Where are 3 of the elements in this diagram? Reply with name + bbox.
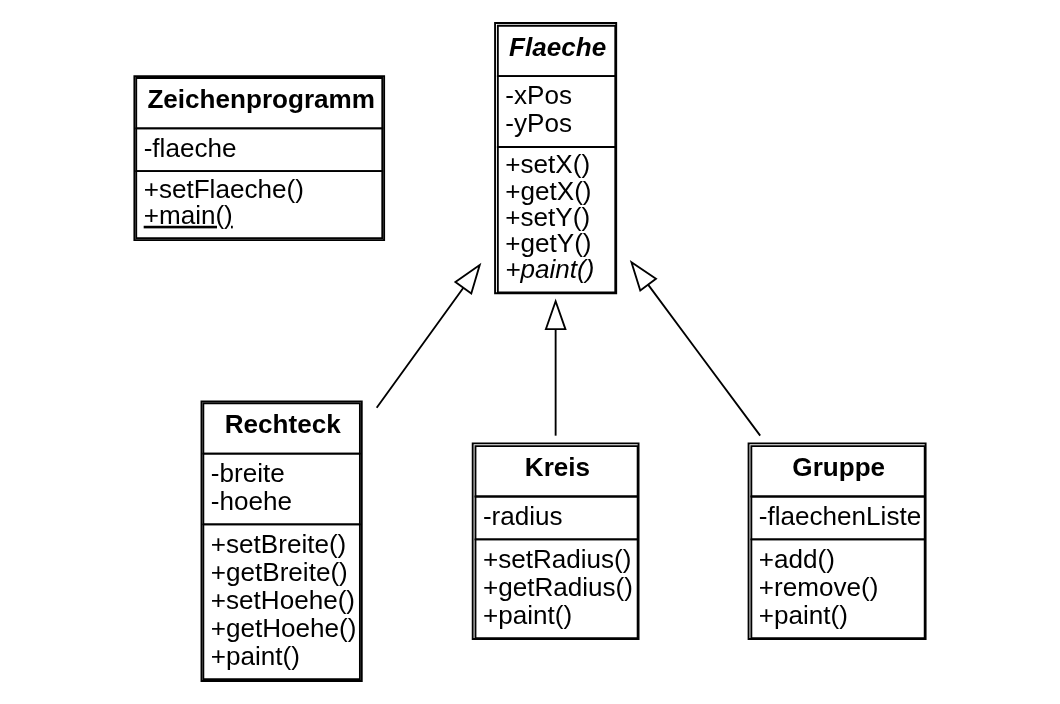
arrow	[629, 259, 762, 437]
arrow	[544, 298, 567, 437]
arrow	[375, 262, 482, 409]
